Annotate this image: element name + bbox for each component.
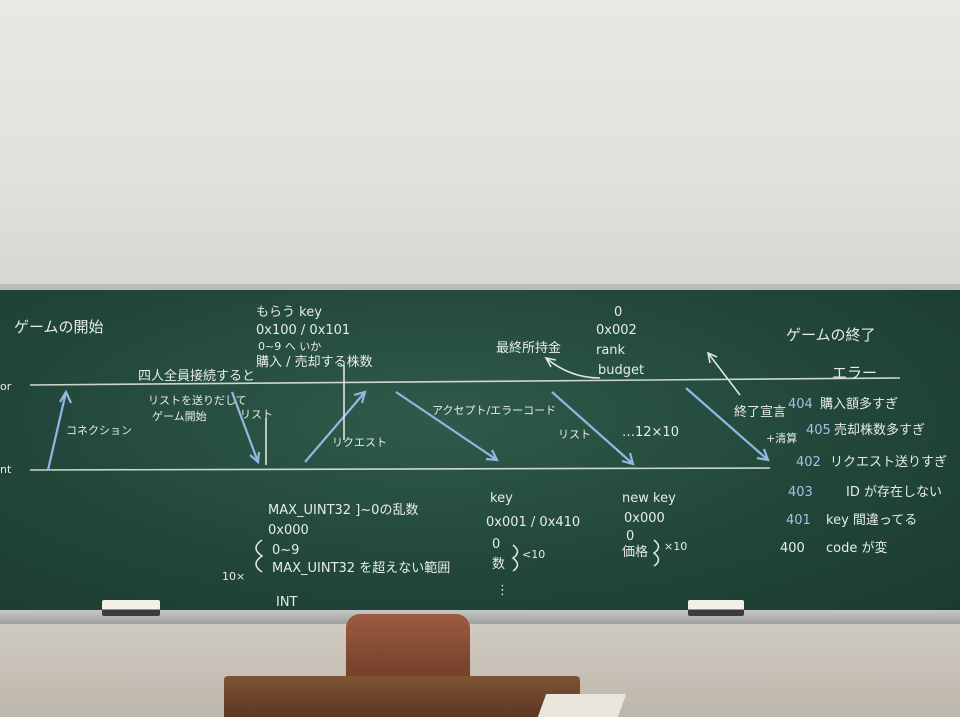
key-line-1: もらう key	[256, 305, 322, 320]
bottom-right-code: 0x000	[624, 511, 665, 526]
error-code-402: 402	[796, 455, 821, 470]
bottom-mid-code: 0x001 / 0x410	[486, 515, 580, 530]
end-up-arrow	[706, 351, 741, 396]
bottom-right-newkey: new key	[622, 491, 676, 506]
accept-arrow	[395, 391, 499, 462]
desk	[224, 676, 580, 717]
accept-label: アクセプト/エラーコード	[432, 404, 556, 417]
blackboard	[0, 290, 960, 612]
mid-brace	[511, 544, 519, 572]
error-text-404: 購入額多すぎ	[820, 396, 898, 412]
lower-timeline	[29, 467, 771, 471]
error-text-400: code が変	[826, 540, 887, 556]
connection-arrow	[46, 389, 73, 471]
eraser-left[interactable]	[102, 600, 160, 616]
key-line-2: 0x100 / 0x101	[256, 323, 350, 338]
paper-on-desk	[537, 694, 627, 717]
request-arrow	[304, 390, 367, 463]
axis-bottom-label: nt	[0, 463, 12, 476]
error-code-400: 400	[780, 541, 805, 556]
final-code: 0x002	[596, 323, 637, 338]
error-text-401: key 間違ってる	[826, 513, 917, 528]
final-zero: 0	[614, 305, 622, 320]
error-text-403: ID が存在しない	[846, 485, 942, 500]
settlement-label: +清算	[766, 431, 797, 445]
final-budget: budget	[598, 363, 644, 378]
bottom-left-line-4: MAX_UINT32 を超えない範囲	[272, 561, 450, 576]
final-rank: rank	[596, 343, 626, 358]
repeat-label: …12×10	[622, 425, 679, 440]
wall	[0, 0, 960, 290]
chalk-writing: ゲームの開始 ゲームの終了 エラー or nt もらう key 0x100 / …	[0, 305, 947, 610]
upper-timeline	[29, 377, 901, 386]
error-code-405: 405	[806, 423, 831, 438]
request-label: リクエスト	[332, 436, 387, 449]
error-text-405: 売却株数多すぎ	[834, 422, 925, 438]
list-label-1: リスト	[240, 408, 273, 421]
bottom-right-zero: 0	[626, 529, 634, 544]
bottom-left-line-2: 0x000	[268, 523, 309, 538]
key-line-3: 0~9 へ いか	[258, 340, 321, 353]
list-arrow-1	[230, 391, 261, 465]
list-label-2: リスト	[558, 428, 591, 441]
eraser-right[interactable]	[688, 600, 744, 616]
bottom-left-line-3: 0~9	[272, 543, 299, 558]
multiplier-left: 10×	[222, 570, 245, 583]
axis-top-label: or	[0, 380, 12, 393]
bottom-mid-zero: 0	[492, 537, 500, 552]
error-text-402: リクエスト送りすぎ	[830, 455, 947, 470]
right-brace	[652, 539, 660, 567]
budget-curve	[544, 356, 601, 379]
chair	[346, 614, 470, 686]
error-code-404: 404	[788, 397, 813, 412]
bottom-mid-count: 数	[492, 557, 505, 572]
four-connect-label: 四人全員接続すると	[138, 368, 255, 384]
bottom-right-price: 価格	[622, 544, 648, 560]
bottom-mid-note: <10	[522, 548, 545, 561]
error-code-403: 403	[788, 485, 813, 500]
error-label: エラー	[832, 364, 877, 382]
bottom-mid-key: key	[490, 491, 513, 506]
left-title: ゲームの開始	[14, 318, 104, 336]
list-send-label-2: ゲーム開始	[152, 409, 207, 423]
error-code-401: 401	[786, 513, 811, 528]
bottom-left-line-5: INT	[276, 595, 298, 610]
bottom-right-note: ×10	[664, 540, 687, 553]
final-money: 最終所持金	[496, 340, 561, 356]
bottom-left-line-1: MAX_UINT32 ]~0の乱数	[268, 503, 418, 518]
connection-label: コネクション	[66, 424, 132, 437]
dots-mark: ⋮	[496, 583, 509, 598]
end-declaration-label: 終了宣言	[734, 404, 786, 420]
end-arrow	[685, 387, 770, 462]
right-title: ゲームの終了	[786, 326, 876, 344]
left-brace	[255, 539, 264, 573]
key-line-4: 購入 / 売却する株数	[256, 354, 373, 370]
list-arrow-2	[551, 391, 635, 466]
list-send-label-1: リストを送りだして	[148, 393, 247, 407]
